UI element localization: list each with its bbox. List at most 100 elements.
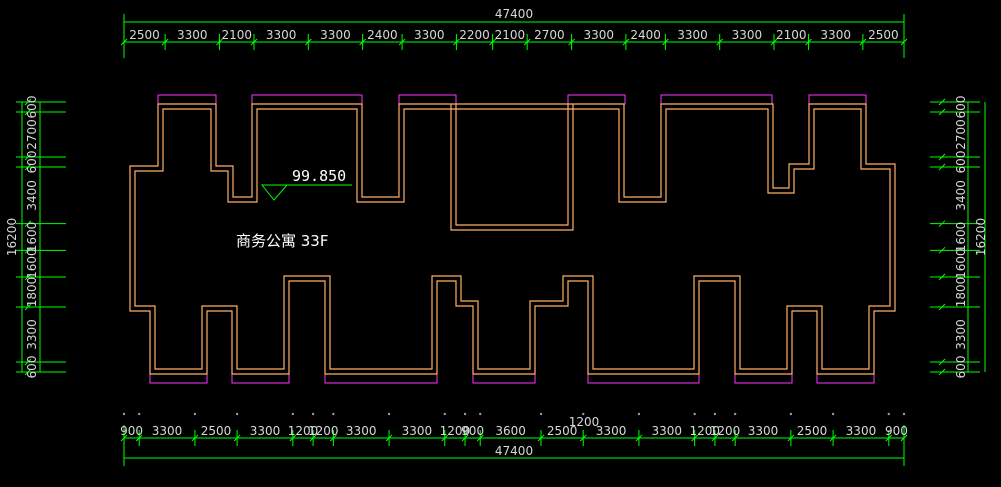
bottom-dim-tick-slash <box>635 434 643 442</box>
bottom-total-dimension: 47400 <box>495 444 533 458</box>
bottom-dim-tick-slash <box>476 434 484 442</box>
top-dim-label: 3300 <box>583 28 614 42</box>
top-dim-tick-slash <box>398 38 406 46</box>
elevation-value: 99.850 <box>292 167 346 185</box>
bottom-dim-label: 3300 <box>152 424 183 438</box>
bottom-dim-label: 3300 <box>846 424 877 438</box>
left-dim-label: 600 <box>25 356 39 379</box>
right-dim-tick-slash <box>938 368 946 376</box>
top-dim-label: 3300 <box>266 28 297 42</box>
left-total-dimension: 16200 <box>5 218 19 256</box>
left-dim-label: 3400 <box>25 180 39 211</box>
outer-wall <box>129 103 896 375</box>
bottom-extension-dot <box>479 412 482 416</box>
left-dim-label: 2700 <box>25 119 39 150</box>
top-dim-label: 2100 <box>495 28 526 42</box>
right-dim-tick-slash <box>938 303 946 311</box>
bottom-extension-dot <box>122 412 126 416</box>
bottom-dim-label: 1200 <box>288 424 319 438</box>
top-dim-tick-slash <box>523 38 531 46</box>
top-dim-label: 3300 <box>320 28 351 42</box>
left-dim-tick-slash <box>24 98 32 106</box>
right-dim-label: 600 <box>954 96 968 119</box>
top-dim-tick-slash <box>662 38 669 46</box>
bottom-dim-label: 2500 <box>201 424 232 438</box>
bottom-extension-dot <box>539 412 543 416</box>
bottom-dim-tick-slash <box>885 434 893 442</box>
top-dim-tick-slash <box>304 38 312 46</box>
top-dim-tick-slash <box>453 38 460 46</box>
bottom-dim-tick-slash <box>537 434 545 442</box>
top-dimension-chain <box>120 14 908 58</box>
bottom-dim-tick-slash <box>900 434 908 442</box>
bottom-dim-label: 2500 <box>547 424 578 438</box>
top-dim-label: 2400 <box>630 28 661 42</box>
bottom-dim-tick-slash <box>191 434 199 442</box>
right-dim-label: 3300 <box>954 319 968 350</box>
bottom-dim-label: 900 <box>885 424 908 438</box>
left-dim-label: 3300 <box>25 319 39 350</box>
top-total-dimension: 47400 <box>495 7 533 21</box>
bottom-dim-tick-slash <box>120 434 128 442</box>
right-dim-label: 3400 <box>954 180 968 211</box>
bottom-dim-tick-slash <box>787 434 795 442</box>
left-dim-label: 600 <box>25 151 39 174</box>
top-dim-label: 2100 <box>221 28 252 42</box>
top-dim-label: 3300 <box>177 28 208 42</box>
left-dim-label: 1800 <box>25 277 39 308</box>
bottom-extension-dot <box>137 412 141 416</box>
right-dim-tick-slash <box>938 108 946 116</box>
bottom-dimension-chain <box>120 425 908 466</box>
right-dim-tick-slash <box>938 273 946 281</box>
bottom-extension-dot <box>291 412 295 416</box>
top-dim-tick-slash <box>770 38 778 46</box>
elevation-marker <box>260 184 352 201</box>
left-dim-tick-slash <box>24 358 32 366</box>
right-dim-tick-slash <box>938 98 946 106</box>
right-dim-tick-slash <box>938 358 946 366</box>
core-shaft <box>450 104 574 231</box>
bottom-dim-label: 3300 <box>748 424 779 438</box>
top-dim-tick-slash <box>120 38 128 46</box>
bottom-extension-dot <box>311 412 315 416</box>
right-dim-label: 1600 <box>954 222 968 253</box>
left-dim-tick-slash <box>24 108 32 116</box>
right-dim-tick-slash <box>938 246 946 254</box>
top-dim-label: 3300 <box>414 28 445 42</box>
bottom-extension-dot <box>831 412 835 416</box>
bottom-dim-label: 900 <box>120 424 143 438</box>
bottom-dim-label: 1200 <box>690 424 721 438</box>
left-dim-tick-slash <box>24 368 32 376</box>
bottom-extension-dot <box>463 412 467 416</box>
bottom-extension-dot <box>887 412 891 416</box>
left-dim-tick-slash <box>24 163 32 171</box>
building-walls <box>129 103 896 375</box>
bottom-dim-label: 900 <box>461 424 484 438</box>
top-dim-tick-slash <box>622 38 630 46</box>
bottom-extension-dot <box>387 412 391 416</box>
bottom-extension-dot <box>713 412 717 416</box>
bottom-extension-dot <box>693 412 696 416</box>
bottom-extension-dot <box>789 412 793 416</box>
bottom-dim-tick-slash <box>329 434 337 442</box>
bottom-dim-tick-slash <box>711 434 719 442</box>
bottom-dim-tick-slash <box>135 434 143 442</box>
right-dim-tick-slash <box>938 220 946 228</box>
left-dim-tick-slash <box>24 303 32 311</box>
top-dim-label: 2700 <box>534 28 565 42</box>
bottom-extension-dot <box>443 412 446 416</box>
bottom-extension-dot <box>902 412 906 416</box>
plan-title: 商务公寓 33F <box>236 232 328 250</box>
left-dim-label: 1600 <box>25 248 39 279</box>
left-dim-label: 600 <box>25 96 39 119</box>
top-dim-label: 3300 <box>677 28 708 42</box>
bottom-extension-dot <box>637 412 641 416</box>
bottom-dim-label: 2500 <box>797 424 828 438</box>
bottom-dim-label: 3600 <box>495 424 526 438</box>
top-dim-tick-slash <box>900 38 908 46</box>
top-dim-label: 3300 <box>820 28 851 42</box>
left-dimension-chain <box>16 98 66 376</box>
top-dim-label: 2400 <box>367 28 398 42</box>
